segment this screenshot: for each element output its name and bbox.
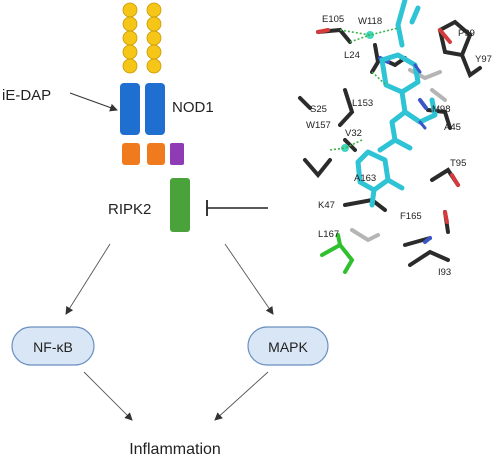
residue-label: F165 <box>400 211 422 222</box>
residue-label: A45 <box>444 122 461 133</box>
arrow-to-mapk <box>224 243 274 315</box>
ripk2-card-domain <box>170 143 184 165</box>
residue-label: E105 <box>322 14 344 25</box>
ligand-label: iE-DAP <box>2 87 51 104</box>
arrow-to-nfkb <box>65 243 111 315</box>
mapk-label: MAPK <box>268 339 308 355</box>
nod1-lrr-domain-left <box>120 83 140 135</box>
nfkb-label: NF-κB <box>33 339 73 355</box>
residue-label: A163 <box>354 173 376 184</box>
ligand-arrow <box>69 92 118 112</box>
residue-label: L153 <box>352 98 373 109</box>
residue-label: M98 <box>432 104 450 115</box>
nod1-lrr-domain-right <box>145 83 165 135</box>
nod1-nbd-domain-left <box>122 143 140 165</box>
nod1-card-domains-left <box>122 2 138 74</box>
inflammation-label: Inflammation <box>129 441 221 458</box>
residue-label: W118 <box>358 16 382 27</box>
residue-label: P99 <box>458 28 475 39</box>
nod1-nbd-domain-right <box>147 143 165 165</box>
nod1-card-domains-right <box>146 2 162 74</box>
residue-label: T95 <box>450 158 466 169</box>
residue-label: L167 <box>318 229 339 240</box>
mapk-pill <box>247 326 329 366</box>
residue-labels: E105 W118 P99 L24 Y97 S25 L153 M98 W157 … <box>306 14 492 278</box>
arrow-mapk-to-inflammation <box>214 371 269 421</box>
nfkb-pill <box>11 326 95 366</box>
residue-label: I93 <box>438 267 451 278</box>
residue-label: K47 <box>318 200 335 211</box>
residue-label: L24 <box>344 50 360 61</box>
arrow-nfkb-to-inflammation <box>83 371 133 421</box>
ripk2-kinase-domain <box>170 178 190 232</box>
binding-site-structure <box>298 0 482 274</box>
residue-label: S25 <box>310 104 327 115</box>
residue-label: V32 <box>345 128 362 139</box>
kinase-label: RIPK2 <box>108 201 151 218</box>
receptor-label: NOD1 <box>172 99 214 116</box>
residue-label: W157 <box>306 120 331 131</box>
residue-label: Y97 <box>475 54 492 65</box>
